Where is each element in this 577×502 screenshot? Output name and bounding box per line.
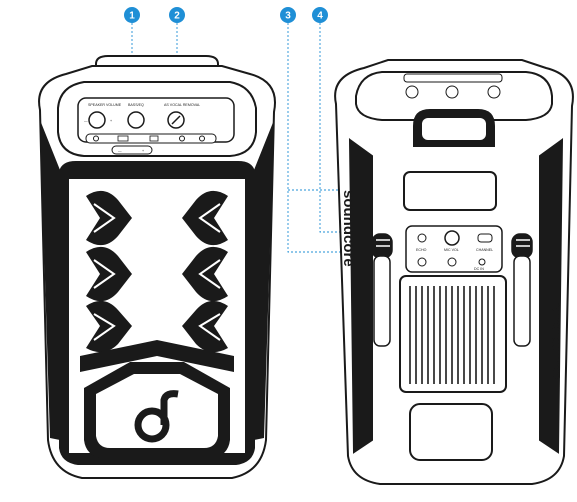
partycast-button[interactable] (199, 135, 205, 142)
guitar-input-jack[interactable] (447, 257, 457, 267)
volume-minus-label: — (84, 119, 88, 123)
brand-text-right: soundcore (547, 303, 564, 380)
mic-volume-label: MIC VOL (444, 248, 459, 252)
channel-label: CHANNEL (476, 248, 493, 252)
rear-handle-opening (422, 118, 486, 140)
logo-panel (84, 362, 230, 458)
callout-3-circle (280, 7, 296, 23)
rocker-minus-label: — (118, 149, 122, 153)
leader-line-3 (287, 23, 418, 253)
rear-top-face (355, 71, 553, 121)
mic-knob-indicator (171, 115, 181, 125)
callout-3: 3 (280, 7, 296, 23)
chevron-center-stack (80, 340, 234, 372)
rear-top-controls (403, 73, 503, 99)
chevron-gap-left-1 (93, 203, 116, 233)
wireless-mic-left (371, 233, 393, 347)
channel-switch[interactable] (477, 233, 493, 243)
echo-knob[interactable] (417, 233, 427, 243)
mic-input-jack[interactable] (417, 257, 427, 267)
mic-volume-knob[interactable] (444, 230, 460, 246)
chevron-left-1 (86, 190, 132, 246)
callout-2-circle (169, 7, 185, 23)
leader-line-4 (319, 23, 412, 233)
light-chevrons (80, 190, 234, 372)
button-row (85, 133, 217, 144)
chevron-left-2 (86, 246, 132, 302)
rear-vent-slats (409, 286, 495, 384)
chevron-right-1 (182, 190, 228, 246)
callout-1: 1 (124, 7, 140, 23)
chevron-left-3 (86, 300, 132, 353)
rear-ports: ECHO MIC VOL CHANNEL DC IN (416, 230, 493, 271)
rear-cage-right (539, 138, 564, 454)
right-side-panel (254, 120, 274, 440)
power-button[interactable] (93, 135, 99, 142)
chevron-gap-right-3 (198, 313, 221, 341)
callout-2: 2 (169, 7, 185, 23)
rocker-plus-label: + (142, 149, 144, 153)
rear-top-knob-2 (445, 85, 459, 99)
rear-cage-left (348, 138, 373, 454)
echo-label: ECHO (416, 248, 427, 252)
wireless-mic-right (511, 233, 533, 347)
chevron-gap-left-2 (93, 259, 116, 289)
bluetooth-button[interactable] (149, 135, 159, 142)
mic-right-body (513, 255, 531, 347)
volume-knob[interactable] (88, 111, 106, 129)
rear-top-knob-3 (487, 85, 501, 99)
volume-rocker[interactable] (111, 145, 153, 155)
dc-in-label: DC IN (474, 267, 484, 271)
front-control-panel: SPEAKER VOLUME BASS/EQ AS VOCAL REMOVAL … (77, 97, 235, 155)
speaker-rear-view (334, 59, 574, 485)
volume-knob-label: SPEAKER VOLUME (88, 103, 122, 107)
rear-lower-slot (409, 403, 493, 461)
callout-1-number: 1 (129, 11, 135, 22)
left-side-panel (40, 120, 60, 440)
chevron-gap-right-1 (198, 203, 221, 233)
bass-knob[interactable] (127, 111, 145, 129)
chevron-gap-left-3 (93, 313, 116, 341)
callout-2-number: 2 (174, 11, 180, 22)
dc-in-port[interactable] (478, 258, 486, 266)
battery-icon (117, 135, 129, 142)
callout-1-circle (124, 7, 140, 23)
brand-text-left: soundcore (340, 190, 357, 267)
chevron-gap-right-2 (198, 259, 221, 289)
soundcore-logo-icon (134, 390, 179, 443)
mic-left-body (373, 255, 391, 347)
callout-4: 4 (312, 7, 328, 23)
volume-plus-label: + (110, 119, 112, 123)
callout-4-circle (312, 7, 328, 23)
light-button[interactable] (179, 135, 185, 142)
chevron-highlights (93, 203, 221, 341)
rear-upper-slot (403, 171, 497, 211)
bass-knob-label: BASS/EQ (128, 103, 144, 107)
callout-3-number: 3 (285, 11, 291, 22)
rear-vent-frame (399, 275, 507, 393)
rear-top-button-strip (403, 73, 503, 83)
chevron-right-2 (182, 246, 228, 302)
callout-4-number: 4 (317, 11, 323, 22)
mic-knob-label: AS VOCAL REMOVAL (164, 103, 200, 107)
chevron-right-3 (182, 300, 228, 353)
rear-top-knob-1 (405, 85, 419, 99)
